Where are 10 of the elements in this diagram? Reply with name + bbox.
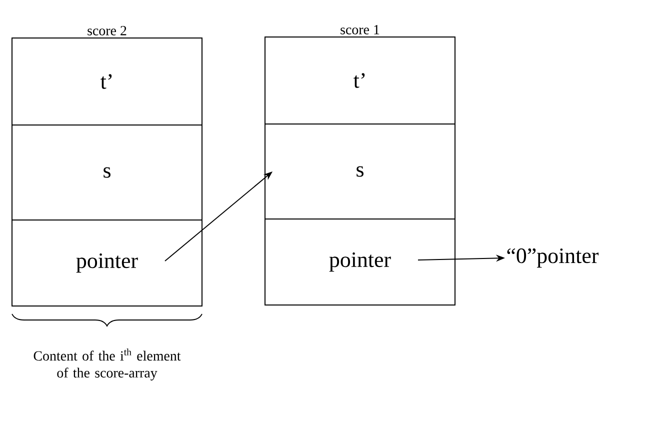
node-label: score 1 xyxy=(340,24,380,34)
record-cell: t’ xyxy=(12,38,202,126)
record-cell: pointer xyxy=(12,220,202,306)
record-cell: s xyxy=(12,124,202,220)
node-label: score 2 xyxy=(88,26,126,36)
record-cell: t’ xyxy=(264,36,456,124)
record-cell: s xyxy=(264,124,456,220)
caption-text: Content of the i$^{th}$ element of the score-array xyxy=(34,348,181,380)
record-cell: pointer xyxy=(264,218,456,306)
pointer-value: “0”pointer xyxy=(507,248,599,268)
